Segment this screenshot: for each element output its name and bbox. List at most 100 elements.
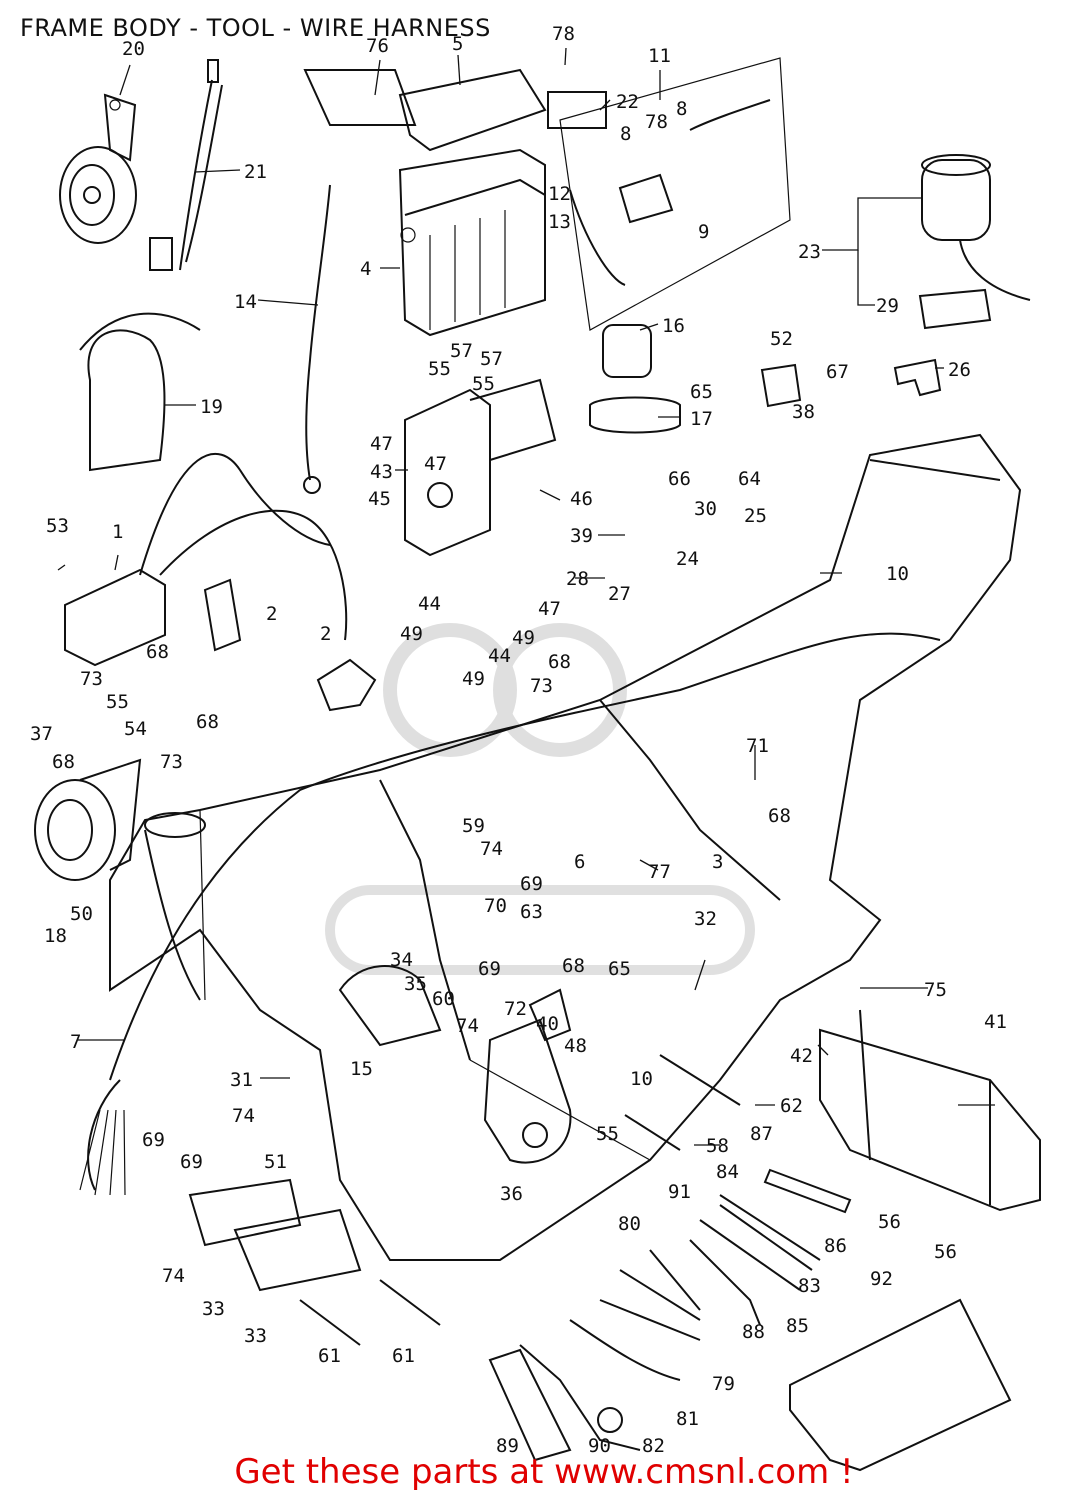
callout-label: 84: [716, 1161, 739, 1183]
callout-label: 53: [46, 515, 69, 537]
callout-label: 78: [552, 23, 575, 45]
condenser-icon: [918, 154, 1031, 330]
wire-harness-icon: [109, 632, 941, 1081]
bolt-58-icon: [624, 1114, 681, 1151]
callout-label: 8: [676, 98, 687, 120]
plug-cap-right-icon: [203, 578, 242, 652]
callout-label: 74: [480, 838, 503, 860]
horn-lower-icon: [79, 312, 201, 472]
starter-switch-icon: [338, 965, 442, 1047]
callout-label: 49: [400, 623, 423, 645]
callout-label: 47: [538, 598, 561, 620]
callout-label: 21: [244, 161, 267, 183]
callout-label: 10: [630, 1068, 653, 1090]
callout-label: 55: [596, 1123, 619, 1145]
callout-label: 58: [706, 1135, 729, 1157]
callout-label: 47: [424, 453, 447, 475]
callout-label: 69: [520, 873, 543, 895]
fuse-box-icon: [618, 173, 674, 224]
callout-label: 73: [160, 751, 183, 773]
callout-label: 74: [456, 1015, 479, 1037]
callout-label: 71: [746, 735, 769, 757]
callout-label: 35: [404, 973, 427, 995]
callout-label: 9: [698, 221, 709, 243]
callout-label: 48: [564, 1035, 587, 1057]
bolt-62-icon: [659, 1054, 741, 1106]
callout-label: 80: [618, 1213, 641, 1235]
callout-label: 76: [366, 35, 389, 57]
battery-strap-icon: [303, 69, 417, 126]
callout-label: 10: [886, 563, 909, 585]
plate-33b-icon: [233, 1208, 362, 1292]
callout-label: 33: [202, 1298, 225, 1320]
callout-label: 73: [530, 675, 553, 697]
callout-label: 74: [232, 1105, 255, 1127]
callout-label: 79: [712, 1373, 735, 1395]
bolt-61b-icon: [379, 1279, 441, 1326]
callout-label: 43: [370, 461, 393, 483]
callout-label: 27: [608, 583, 631, 605]
callout-labels: 20 76 5 78 11 22 8 8 78 21 12 13 9 23 4 …: [30, 23, 1007, 1457]
plate-33a-icon: [188, 1178, 302, 1247]
callout-label: 40: [536, 1013, 559, 1035]
callout-label: 46: [570, 488, 593, 510]
callout-label: 52: [770, 328, 793, 350]
tool-box-icon: [819, 1009, 1041, 1212]
callout-label: 64: [738, 468, 761, 490]
callout-label: 88: [742, 1321, 765, 1343]
callout-label: 68: [196, 711, 219, 733]
callout-label: 34: [390, 949, 413, 971]
wire-lead-icon: [149, 59, 223, 271]
callout-label: 25: [744, 505, 767, 527]
callout-label: 38: [792, 401, 815, 423]
callout-label: 56: [878, 1211, 901, 1233]
bracket-26-icon: [893, 358, 942, 397]
callout-label: 54: [124, 718, 147, 740]
footer-link-text[interactable]: Get these parts at www.cmsnl.com !: [234, 1452, 854, 1492]
callout-label: 61: [318, 1345, 341, 1367]
callout-label: 18: [44, 925, 67, 947]
watermark-logo: [325, 623, 755, 975]
callout-label: 36: [500, 1183, 523, 1205]
callout-label: 32: [694, 908, 717, 930]
callout-label: 24: [676, 548, 699, 570]
callout-label: 5: [452, 33, 463, 55]
battery-cover-icon: [398, 68, 547, 152]
condenser-small-icon: [589, 324, 681, 434]
bracket-40-icon: [528, 988, 572, 1042]
callout-label: 19: [200, 396, 223, 418]
ignition-coil-icon: [64, 452, 348, 667]
callout-label: 72: [504, 998, 527, 1020]
callout-label: 12: [548, 183, 571, 205]
callout-label: 44: [418, 593, 441, 615]
callout-label: 68: [548, 651, 571, 673]
plug-cap-left-icon: [316, 658, 377, 712]
part-drawings: [34, 57, 1041, 1472]
callout-label: 2: [266, 603, 277, 625]
callout-label: 87: [750, 1123, 773, 1145]
callout-label: 29: [876, 295, 899, 317]
fuse-area-outline: [559, 57, 791, 331]
callout-label: 91: [668, 1181, 691, 1203]
callout-label: 69: [478, 958, 501, 980]
callout-label: 7: [70, 1031, 81, 1053]
callout-label: 47: [370, 433, 393, 455]
callout-label: 30: [694, 498, 717, 520]
callout-label: 39: [570, 525, 593, 547]
callout-label: 33: [244, 1325, 267, 1347]
callout-label: 77: [648, 861, 671, 883]
callout-label: 56: [934, 1241, 957, 1263]
frame-cover-36-icon: [483, 1018, 572, 1164]
callout-label: 11: [648, 45, 671, 67]
callout-label: 45: [368, 488, 391, 510]
horn-upper-left-icon: [59, 93, 137, 244]
callout-label: 89: [496, 1435, 519, 1457]
battery-cable-icon: [305, 184, 331, 481]
callout-label: 59: [462, 815, 485, 837]
callout-label: 23: [798, 241, 821, 263]
tool-set-icon: [488, 1168, 852, 1462]
callout-label: 49: [462, 668, 485, 690]
callout-label: 8: [620, 123, 631, 145]
callout-label: 82: [642, 1435, 665, 1457]
callout-label: 17: [690, 408, 713, 430]
